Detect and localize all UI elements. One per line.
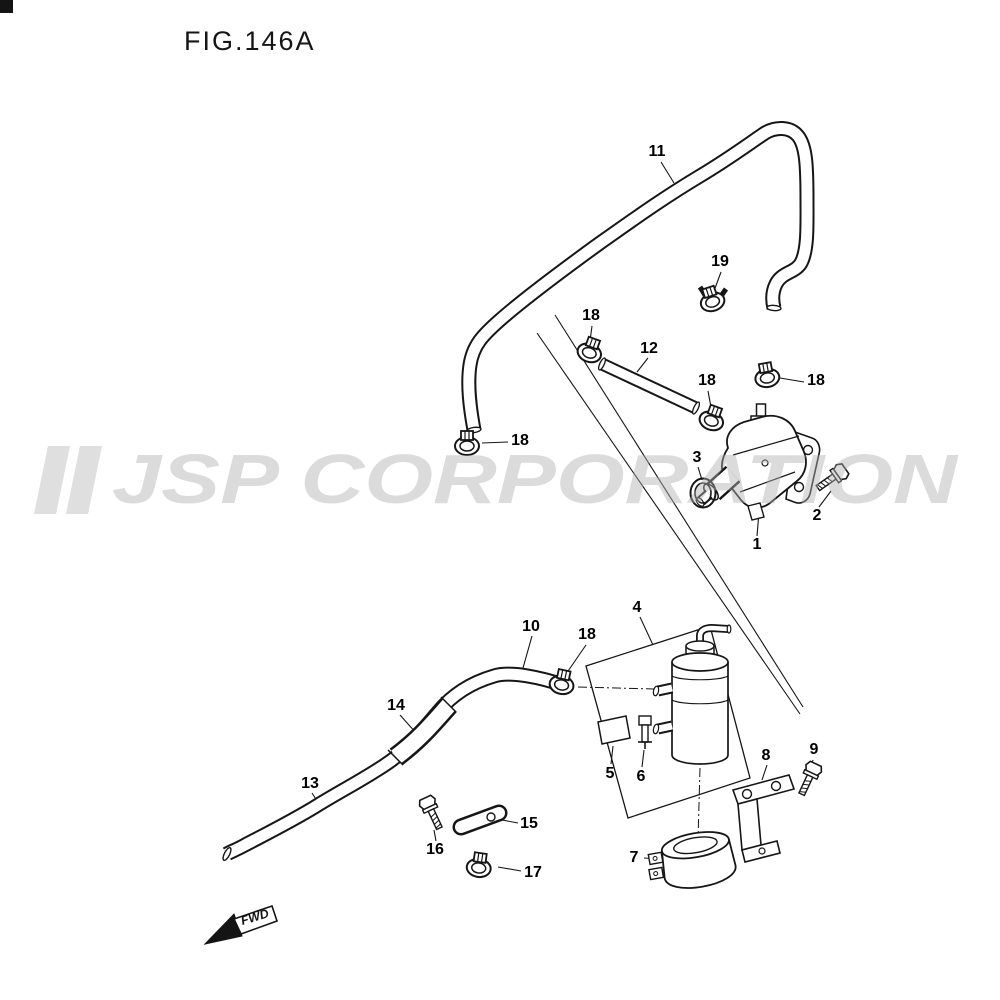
watermark-logo-bar (34, 446, 70, 514)
part-label-1: 1 (752, 536, 762, 553)
part-label-18: 18 (582, 307, 600, 324)
fuel-filter-canister (652, 623, 732, 765)
figure-title: FIG.146A (184, 26, 316, 56)
part-label-18: 18 (698, 372, 716, 389)
bolt-16 (416, 793, 448, 833)
part-label-10: 10 (522, 618, 540, 635)
clamp-18-e (546, 666, 578, 698)
watermark: JSP CORPORATION (34, 440, 959, 518)
clamp-17 (464, 850, 494, 880)
part-label-16: 16 (426, 841, 444, 858)
hose-10-13 (222, 666, 569, 862)
part-label-9: 9 (809, 741, 819, 758)
clip-6 (638, 715, 652, 749)
part-label-18: 18 (807, 372, 825, 389)
part-label-11: 11 (648, 143, 666, 160)
corner-mark (0, 0, 13, 13)
clamp-18-c (751, 360, 782, 390)
part-label-7: 7 (629, 849, 639, 866)
part-label-8: 8 (761, 747, 771, 764)
filter-assembly-box (585, 625, 751, 819)
part-label-18: 18 (578, 626, 596, 643)
clip-19 (695, 282, 729, 316)
part-label-12: 12 (640, 340, 658, 357)
hose-11 (461, 121, 815, 434)
fwd-arrow: FWD (203, 904, 279, 945)
part-label-6: 6 (636, 768, 646, 785)
bracket-8 (731, 774, 796, 863)
part-label-15: 15 (520, 815, 538, 832)
part-label-13: 13 (301, 775, 319, 792)
part-label-3: 3 (692, 449, 702, 466)
o-ring (689, 477, 717, 509)
part-label-5: 5 (605, 765, 615, 782)
part-label-4: 4 (632, 599, 642, 616)
band-clamp-7 (647, 831, 737, 889)
part-label-14: 14 (387, 697, 405, 714)
hose-12 (597, 357, 701, 415)
part-label-18: 18 (511, 432, 529, 449)
cushion-5 (597, 715, 631, 745)
bolt-9 (793, 759, 825, 799)
watermark-logo-bar (66, 446, 102, 514)
part-label-19: 19 (711, 253, 729, 270)
locator-lines (536, 314, 804, 715)
clamp-18-b (695, 401, 729, 435)
watermark-text: JSP CORPORATION (112, 440, 959, 518)
plate-15 (452, 804, 508, 836)
part-label-17: 17 (524, 864, 542, 881)
centerlines (577, 686, 701, 841)
part-label-2: 2 (812, 507, 822, 524)
